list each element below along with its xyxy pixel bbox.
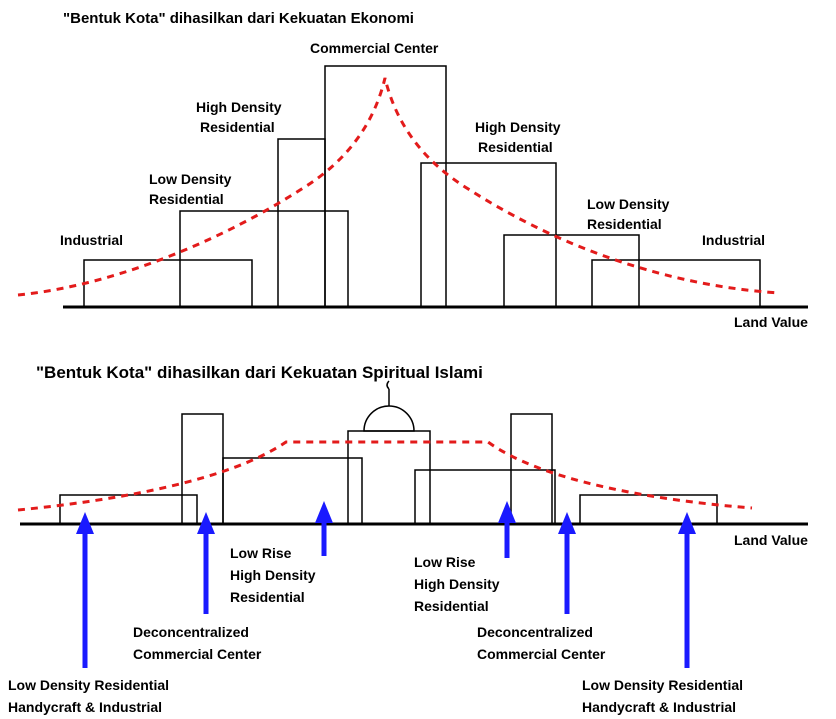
mosque-dome-icon <box>363 380 415 432</box>
arrowhead-decon-right <box>558 512 576 534</box>
building-small-left <box>59 494 198 525</box>
building-low-density-left <box>179 210 349 308</box>
building-small-right <box>579 494 718 525</box>
arrowhead-lowrise-left <box>315 501 333 523</box>
building-lowrise-right <box>414 469 556 525</box>
top-title: "Bentuk Kota" dihasilkan dari Kekuatan E… <box>63 10 414 27</box>
label-high-density-right-1: High Density <box>475 119 561 135</box>
label-low-density-right-1: Low Density <box>587 196 670 212</box>
label-low-density-right-2: Residential <box>587 216 662 232</box>
label-decon-left-1: Deconcentralized <box>133 624 249 640</box>
building-low-density-right <box>503 234 640 308</box>
building-industrial-left <box>83 259 253 308</box>
top-axis-label: Land Value <box>734 314 808 330</box>
building-tower-left <box>181 413 224 525</box>
label-high-density-left-1: High Density <box>196 99 282 115</box>
label-low-density-left-2: Residential <box>149 191 224 207</box>
label-decon-left-2: Commercial Center <box>133 646 262 662</box>
top-diagram: "Bentuk Kota" dihasilkan dari Kekuatan E… <box>17 10 808 330</box>
bottom-arrows <box>76 501 696 668</box>
label-decon-right-2: Commercial Center <box>477 646 606 662</box>
arrowhead-low-density-left <box>76 512 94 534</box>
building-industrial-right <box>591 259 761 308</box>
label-industrial-left: Industrial <box>60 232 123 248</box>
label-ldr-left-1: Low Density Residential <box>8 677 169 693</box>
building-mosque <box>347 430 431 525</box>
label-lowrise-left-2: High Density <box>230 567 316 583</box>
label-lowrise-left-3: Residential <box>230 589 305 605</box>
bottom-land-value-curve <box>17 440 753 512</box>
building-lowrise-left <box>222 457 363 525</box>
bottom-axis-label: Land Value <box>734 532 808 548</box>
label-ldr-left-2: Handycraft & Industrial <box>8 699 162 715</box>
label-commercial-center: Commercial Center <box>310 40 439 56</box>
arrowhead-decon-left <box>197 512 215 534</box>
bottom-title: "Bentuk Kota" dihasilkan dari Kekuatan S… <box>36 363 483 382</box>
label-ldr-right-2: Handycraft & Industrial <box>582 699 736 715</box>
label-ldr-right-1: Low Density Residential <box>582 677 743 693</box>
building-commercial-center <box>324 65 447 308</box>
label-lowrise-right-1: Low Rise <box>414 554 476 570</box>
bottom-diagram: "Bentuk Kota" dihasilkan dari Kekuatan S… <box>8 363 808 715</box>
label-high-density-left-2: Residential <box>200 119 275 135</box>
top-land-value-curve <box>17 77 781 297</box>
label-lowrise-right-3: Residential <box>414 598 489 614</box>
label-lowrise-left-1: Low Rise <box>230 545 292 561</box>
building-tower-right <box>510 413 553 525</box>
label-decon-right-1: Deconcentralized <box>477 624 593 640</box>
label-industrial-right: Industrial <box>702 232 765 248</box>
building-high-density-left <box>277 138 326 308</box>
label-low-density-left-1: Low Density <box>149 171 232 187</box>
label-high-density-right-2: Residential <box>478 139 553 155</box>
arrowhead-lowrise-right <box>498 501 516 523</box>
label-lowrise-right-2: High Density <box>414 576 500 592</box>
arrowhead-low-density-right <box>678 512 696 534</box>
